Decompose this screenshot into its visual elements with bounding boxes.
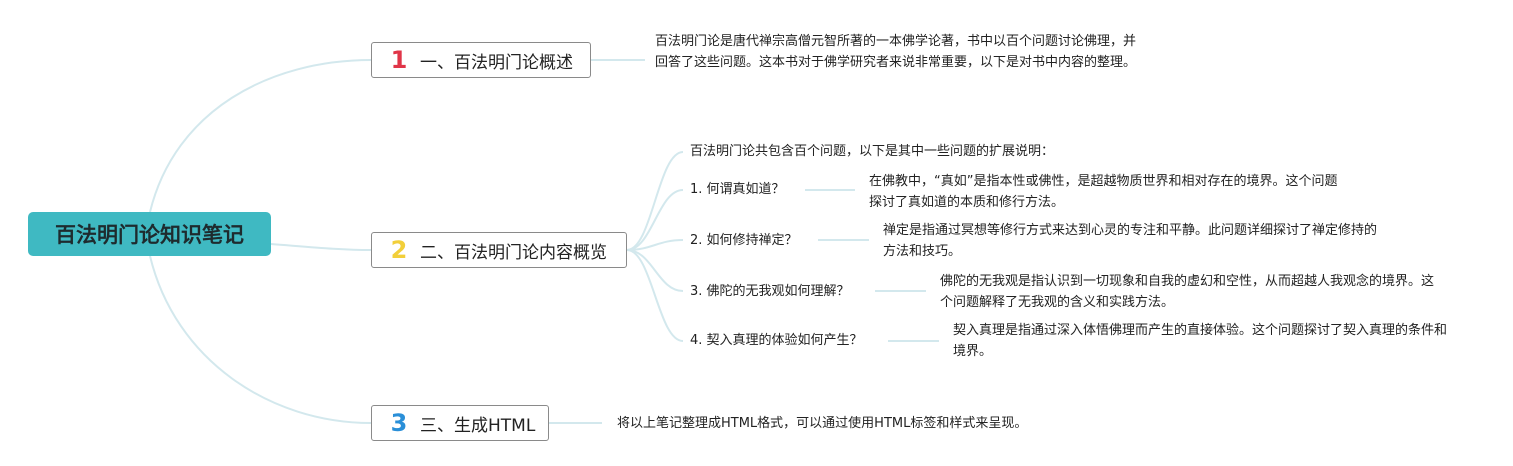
branch-content-overview[interactable]: 2 二、百法明门论内容概览 <box>371 232 627 268</box>
number-one-icon: 1 <box>390 46 408 74</box>
answer-3[interactable]: 佛陀的无我观是指认识到一切现象和自我的虚幻和空性，从而超越人我观念的境界。这个问… <box>940 274 1435 310</box>
branch-overview[interactable]: 1 一、百法明门论概述 <box>371 42 591 78</box>
connector-root-branch1 <box>149 59 372 213</box>
connector-branch2-q3 <box>626 249 684 292</box>
question-3[interactable]: 3. 佛陀的无我观如何理解？ <box>690 284 850 299</box>
branch-html-label: 三、生成HTML <box>420 415 536 436</box>
branch-overview-label: 一、百法明门论概述 <box>420 52 573 73</box>
root-topic[interactable]: 百法明门论知识笔记 <box>28 212 271 256</box>
question-1[interactable]: 1. 何谓真如道？ <box>690 182 785 197</box>
connector-branch2-q2 <box>626 239 684 251</box>
connector-branch2-q1 <box>626 189 684 251</box>
question-4[interactable]: 4. 契入真理的体验如何产生？ <box>690 333 863 348</box>
answer-4[interactable]: 契入真理是指通过深入体悟佛理而产生的直接体验。这个问题探讨了契入真理的条件和境界… <box>953 323 1448 359</box>
branch-content-label: 二、百法明门论内容概览 <box>420 242 607 263</box>
question-2[interactable]: 2. 如何修持禅定？ <box>690 233 798 248</box>
content-intro[interactable]: 百法明门论共包含百个问题，以下是其中一些问题的扩展说明： <box>690 144 1055 159</box>
connector-branch2-q4 <box>626 249 684 342</box>
root-title: 百法明门论知识笔记 <box>55 223 244 247</box>
connector-root-branch2 <box>270 243 372 251</box>
answer-2[interactable]: 禅定是指通过冥想等修行方式来达到心灵的专注和平静。此问题详细探讨了禅定修持的方法… <box>883 223 1378 259</box>
overview-description[interactable]: 百法明门论是唐代禅宗高僧元智所著的一本佛学论著，书中以百个问题讨论佛理，并回答了… <box>655 34 1137 70</box>
connector-branch2-intro <box>626 151 684 251</box>
branch-generate-html[interactable]: 3 三、生成HTML <box>371 405 549 441</box>
answer-1[interactable]: 在佛教中，“真如”是指本性或佛性，是超越物质世界和相对存在的境界。这个问题探讨了… <box>869 174 1338 210</box>
number-three-icon: 3 <box>390 409 408 437</box>
html-description[interactable]: 将以上笔记整理成HTML格式，可以通过使用HTML标签和样式来呈现。 <box>617 416 1028 431</box>
connector-root-branch3 <box>149 255 372 424</box>
number-two-icon: 2 <box>390 236 408 264</box>
